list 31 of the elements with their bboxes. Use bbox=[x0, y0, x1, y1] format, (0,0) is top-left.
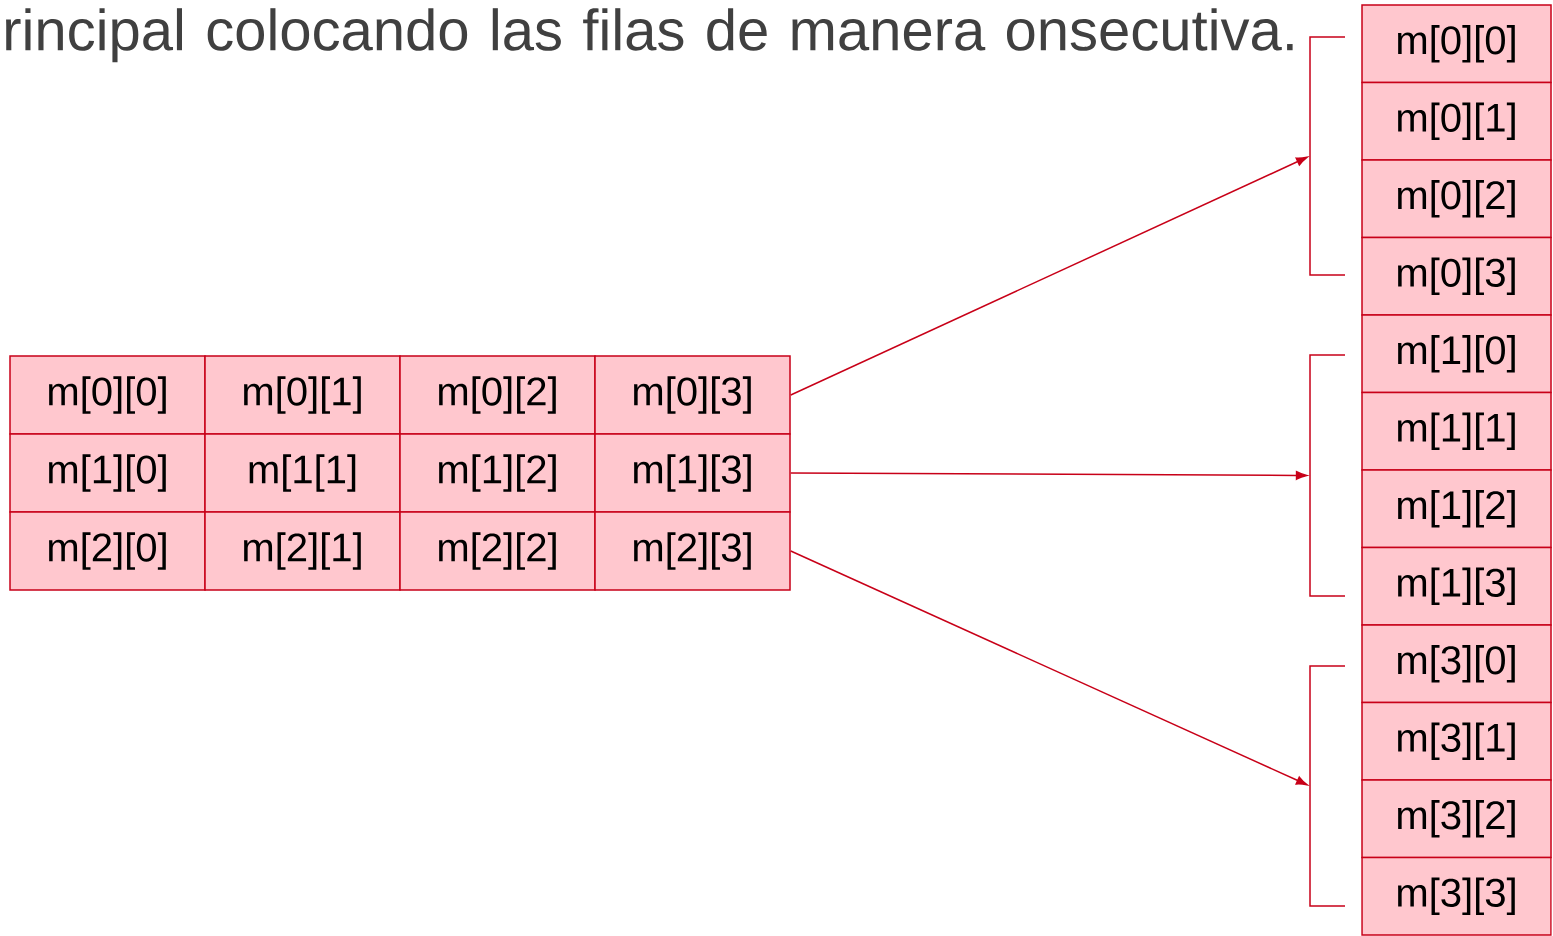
cell: m[2][0] bbox=[9, 511, 206, 591]
cell: m[1][0] bbox=[1361, 314, 1552, 394]
cell: m[0][0] bbox=[1361, 4, 1552, 84]
cell: m[1][3] bbox=[594, 433, 791, 513]
cell: m[0][2] bbox=[1361, 159, 1552, 239]
arrow bbox=[790, 156, 1308, 396]
cell: m[2][2] bbox=[399, 511, 596, 591]
cell: m[0][1] bbox=[204, 355, 401, 435]
cell: m[1][2] bbox=[1361, 469, 1552, 549]
cell: m[3][0] bbox=[1361, 624, 1552, 704]
bracket bbox=[1309, 354, 1346, 597]
cell: m[0][1] bbox=[1361, 81, 1552, 161]
cell: m[1[1] bbox=[204, 433, 401, 513]
cell: m[3][3] bbox=[1361, 856, 1552, 936]
arrow bbox=[790, 550, 1308, 786]
heading-text: rincipal colocando las filas de manera onsecutiva. bbox=[6, 8, 1293, 63]
cell: m[0][3] bbox=[1361, 236, 1552, 316]
cell: m[1][3] bbox=[1361, 546, 1552, 626]
cell: m[1][1] bbox=[1361, 391, 1552, 471]
cell: m[0][2] bbox=[399, 355, 596, 435]
cell: m[3][1] bbox=[1361, 701, 1552, 781]
bracket bbox=[1309, 36, 1346, 276]
cell: m[2][1] bbox=[204, 511, 401, 591]
cell: m[3][2] bbox=[1361, 779, 1552, 859]
cell: m[0][3] bbox=[594, 355, 791, 435]
cell: m[2][3] bbox=[594, 511, 791, 591]
cell: m[1][2] bbox=[399, 433, 596, 513]
bracket bbox=[1309, 665, 1346, 907]
cell: m[1][0] bbox=[9, 433, 206, 513]
arrow bbox=[790, 470, 1308, 480]
cell: m[0][0] bbox=[9, 355, 206, 435]
